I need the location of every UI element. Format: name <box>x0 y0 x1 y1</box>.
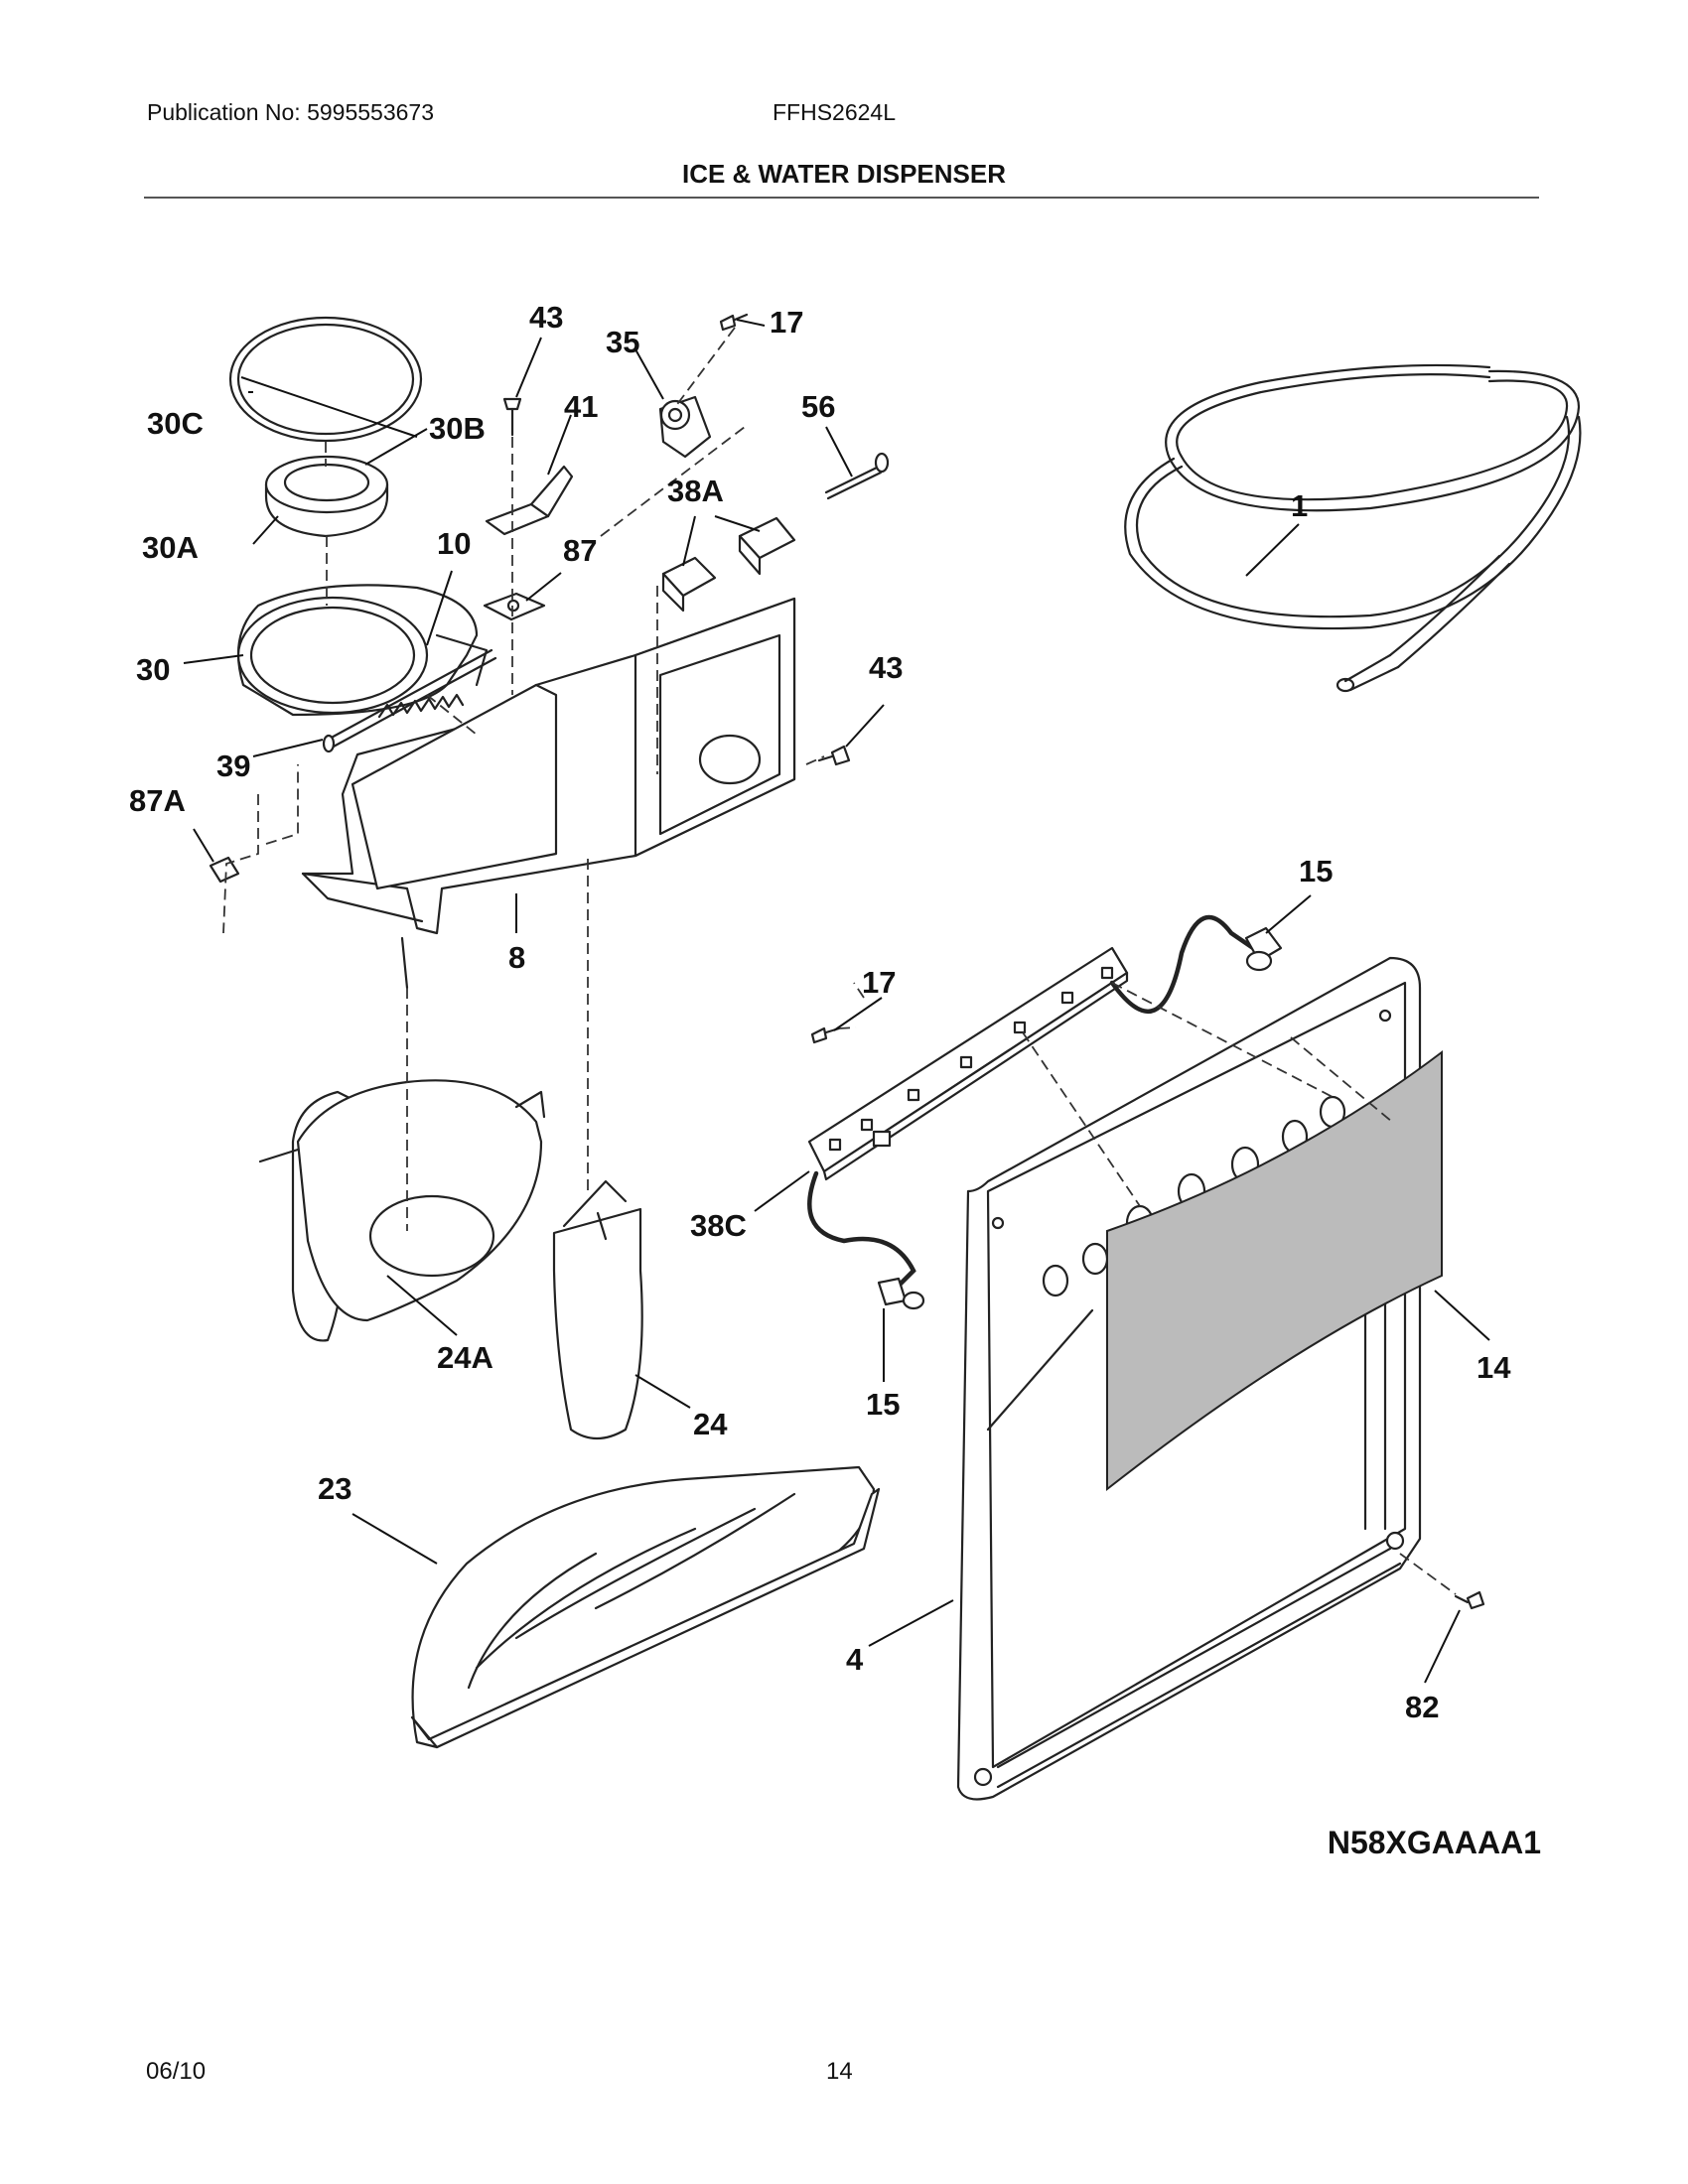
publication-number: Publication No: 5995553673 <box>147 99 435 125</box>
part-38c-control-board <box>807 946 1129 1181</box>
callout-14: 14 <box>1477 1350 1511 1385</box>
callout-15-bottom: 15 <box>866 1387 900 1422</box>
callout-87: 87 <box>563 533 597 568</box>
callout-17-board: 17 <box>862 965 896 1000</box>
callout-30c: 30C <box>147 406 204 441</box>
callout-43-top: 43 <box>529 300 563 335</box>
part-14-overlay <box>1106 1049 1443 1492</box>
callout-38a: 38A <box>667 474 724 508</box>
callout-30: 30 <box>136 652 170 687</box>
part-41-clip <box>485 465 574 536</box>
callout-41: 41 <box>564 389 598 424</box>
part-8-housing <box>301 597 796 990</box>
part-56-screw <box>824 452 890 500</box>
callout-1: 1 <box>1291 488 1308 523</box>
part-30c-gasket <box>228 316 423 443</box>
callout-43-right: 43 <box>869 650 903 685</box>
diagram-code: N58XGAAAA1 <box>1327 1825 1541 1860</box>
callout-4: 4 <box>846 1642 864 1677</box>
callout-24: 24 <box>693 1407 728 1441</box>
callout-8: 8 <box>508 940 525 975</box>
callout-30b: 30B <box>429 411 486 446</box>
part-87a-pad <box>209 856 240 884</box>
part-38a-switches <box>661 516 796 613</box>
part-24a-funnel <box>258 1079 546 1342</box>
part-30a-cover <box>264 455 389 538</box>
footer-date: 06/10 <box>146 2058 207 2085</box>
section-title: ICE & WATER DISPENSER <box>681 159 1006 189</box>
callout-38c: 38C <box>690 1208 747 1243</box>
header-rule <box>144 197 1539 199</box>
part-24-chute <box>552 1179 643 1440</box>
part-35-actuator <box>658 395 712 459</box>
part-82-screw <box>1454 1590 1485 1610</box>
leader-lines <box>183 319 1490 1684</box>
callout-labels: 43 17 35 41 56 30C 30B 38A 30A 10 87 1 3… <box>129 300 1511 1724</box>
part-87-pad <box>483 592 546 621</box>
part-43-screw-top <box>502 397 522 437</box>
alignment-lines <box>222 327 1457 1595</box>
part-43-screw-right <box>817 745 851 766</box>
part-17-screw-top <box>719 313 749 332</box>
callout-10: 10 <box>437 526 471 561</box>
callout-15-top: 15 <box>1299 854 1333 888</box>
part-39-rod-spring <box>322 648 497 753</box>
part-30-ring-bracket <box>236 584 489 717</box>
part-1-water-tubing <box>1124 363 1582 693</box>
callout-23: 23 <box>318 1471 352 1506</box>
part-23-drip-tray <box>410 1465 881 1749</box>
callout-17-top: 17 <box>770 305 803 340</box>
callout-39: 39 <box>216 749 250 783</box>
model-number: FFHS2624L <box>773 99 897 125</box>
callout-24a: 24A <box>437 1340 493 1375</box>
part-15-wire-harness <box>807 914 1283 1310</box>
callout-56: 56 <box>801 389 835 424</box>
page-number: 14 <box>826 2058 853 2085</box>
callout-30a: 30A <box>142 530 199 565</box>
callout-35: 35 <box>606 325 639 359</box>
callout-82: 82 <box>1405 1690 1439 1724</box>
board-buttons <box>828 966 1114 1152</box>
callout-87a: 87A <box>129 783 186 818</box>
